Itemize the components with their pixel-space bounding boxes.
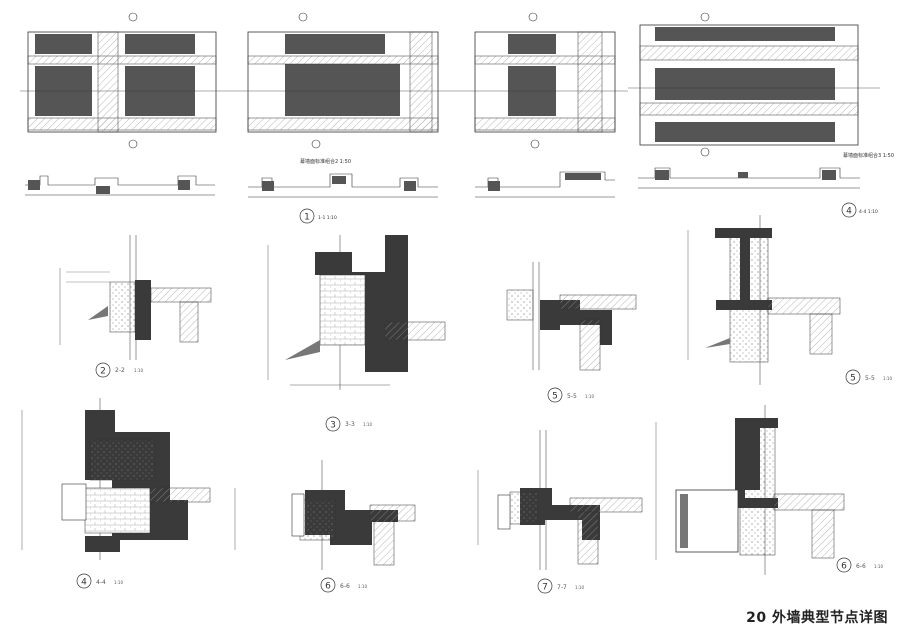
plan-strip-4 [638, 167, 860, 189]
elevation-group-2 [230, 12, 460, 149]
detail-6a-number: 6 [325, 582, 331, 592]
detail-7-scale: 1:10 [575, 585, 584, 590]
detail-4-number: 4 [81, 578, 87, 588]
elevation-marker-1-label: 1-1 1:10 [318, 215, 337, 221]
detail-2-marker: 2 2-2 1:10 [95, 362, 143, 378]
detail-3-marker: 3 3-3 1:10 [325, 416, 372, 432]
detail-6b-label: 6-6 [856, 563, 866, 570]
detail-7-marker: 7 7-7 1:10 [537, 578, 584, 594]
detail-5b-drawing [687, 215, 841, 385]
plan-strip-2 [248, 173, 438, 198]
detail-2-number: 2 [100, 367, 106, 377]
detail-6b-number: 6 [841, 562, 847, 572]
detail-5b-number: 5 [850, 374, 856, 384]
detail-2-scale: 1:10 [134, 368, 143, 373]
detail-5a-label: 5-5 [567, 393, 577, 400]
plan-strip-1 [25, 175, 215, 196]
detail-6a-drawing [234, 460, 416, 570]
detail-5b-label: 5-5 [865, 375, 875, 382]
detail-6b-drawing [655, 405, 845, 575]
detail-6b-marker: 6 6-6 1:10 [836, 557, 883, 573]
elevation-caption-left: 幕墙面标准组合2 1:50 [300, 158, 351, 165]
detail-3-label: 3-3 [345, 421, 355, 428]
detail-4-marker: 4 4-4 1:10 [76, 573, 123, 589]
elevation-marker-4-label: 4-4 1:10 [859, 209, 878, 215]
detail-5a-number: 5 [552, 392, 558, 402]
detail-6a-label: 6-6 [340, 583, 350, 590]
detail-2-label: 2-2 [115, 367, 125, 374]
detail-5b-scale: 1:10 [883, 376, 892, 381]
elevation-group-4 [628, 12, 880, 157]
detail-5a-drawing [506, 262, 637, 371]
elevation-marker-4: 4 4-4 1:10 [841, 202, 878, 218]
detail-5b-marker: 5 5-5 1:10 [845, 369, 892, 385]
detail-2-drawing [59, 235, 212, 360]
detail-5a-marker: 5 5-5 1:10 [547, 387, 594, 403]
elevation-caption-right: 幕墙面标准组合3 1:50 [843, 152, 894, 159]
sheet-title: 20 外墙典型节点详图 [746, 610, 888, 626]
elevation-marker-1-number: 1 [304, 213, 310, 223]
detail-3-number: 3 [330, 421, 336, 431]
detail-6a-scale: 1:10 [358, 584, 367, 589]
elevation-marker-1: 1 1-1 1:10 [299, 208, 337, 224]
detail-5a-scale: 1:10 [585, 394, 594, 399]
elevation-group-1 [20, 12, 230, 149]
detail-7-drawing [477, 430, 643, 570]
detail-4-label: 4-4 [96, 579, 106, 586]
detail-3-drawing [267, 235, 446, 390]
elevation-marker-4-number: 4 [846, 207, 852, 217]
detail-6b-scale: 1:10 [874, 564, 883, 569]
detail-4-scale: 1:10 [114, 580, 123, 585]
elevation-group-3 [460, 12, 628, 149]
plan-strip-3 [475, 171, 615, 198]
detail-3-scale: 1:10 [363, 422, 372, 427]
detail-6a-marker: 6 6-6 1:10 [320, 577, 367, 593]
detail-4-drawing [21, 398, 211, 560]
detail-7-label: 7-7 [557, 584, 567, 591]
detail-7-number: 7 [542, 583, 548, 593]
